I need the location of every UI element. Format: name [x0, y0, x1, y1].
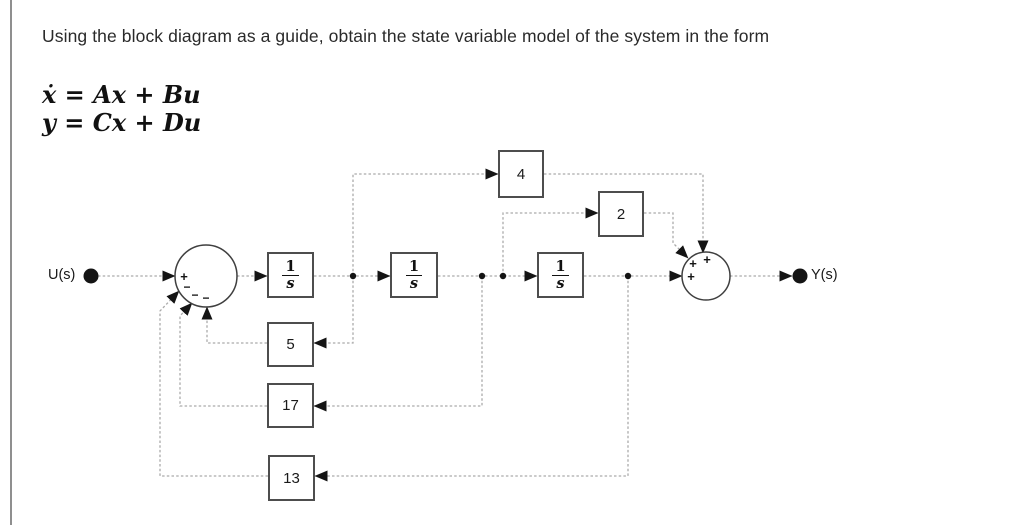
gain-block-2: 2: [598, 191, 644, 237]
integrator-fraction: 1 s: [405, 259, 423, 292]
junction-dot: [499, 272, 507, 280]
wire-tap-to-gain4: [352, 168, 499, 276]
wire-gain13-to-sum: [159, 290, 268, 477]
integrator-block-2: 1 s: [390, 252, 438, 298]
integrator-block-3: 1 s: [537, 252, 584, 298]
output-equation: y = Cx + Du: [42, 108, 202, 137]
fraction-numerator: 1: [405, 259, 423, 276]
right-sum-plus-sign: +: [689, 256, 697, 271]
wire-tap-to-gain2: [502, 207, 599, 276]
right-sum-plus-sign: +: [687, 269, 695, 284]
fraction-denominator: s: [286, 275, 295, 292]
left-sum-plus-sign: +: [180, 269, 188, 284]
left-sum-minus-sign: −: [183, 280, 190, 294]
fraction-numerator: 1: [282, 259, 299, 276]
gain-block-13: 13: [268, 455, 315, 501]
gain-block-5: 5: [267, 322, 314, 367]
input-summing-junction: [174, 244, 238, 308]
fraction-denominator: s: [409, 275, 419, 292]
output-terminal-dot: [792, 268, 808, 284]
left-border-rule: [10, 0, 12, 525]
wire-gain5-to-sum: [201, 306, 267, 344]
gain-block-17: 17: [267, 383, 314, 428]
right-sum-plus-sign: +: [703, 252, 711, 267]
fraction-numerator: 1: [552, 259, 569, 276]
integrator-block-1: 1 s: [267, 252, 314, 298]
output-signal-label: Y(s): [811, 267, 838, 283]
wire-tap-to-gain13: [314, 276, 629, 482]
input-signal-label: U(s): [48, 267, 76, 283]
wire-gain4-to-output-sum: [544, 173, 709, 254]
junction-dot: [478, 272, 486, 280]
left-sum-minus-sign: −: [191, 288, 198, 302]
wire-gain17-to-sum: [179, 302, 267, 407]
junction-dot: [349, 272, 357, 280]
junction-dot: [624, 272, 632, 280]
input-terminal-dot: [83, 268, 99, 284]
gain-block-4: 4: [498, 150, 544, 198]
integrator-fraction: 1 s: [282, 259, 299, 292]
wire-tap-to-gain5: [313, 276, 354, 349]
output-summing-junction: [681, 251, 731, 301]
wire-gain2-to-output-sum: [644, 212, 689, 259]
state-equation: ẋ = Ax + Bu: [42, 80, 201, 109]
wire-tap-to-gain17: [313, 276, 483, 412]
problem-statement: Using the block diagram as a guide, obta…: [42, 26, 770, 46]
integrator-fraction: 1 s: [552, 259, 569, 292]
left-sum-minus-sign: −: [202, 291, 209, 305]
fraction-denominator: s: [556, 275, 565, 292]
